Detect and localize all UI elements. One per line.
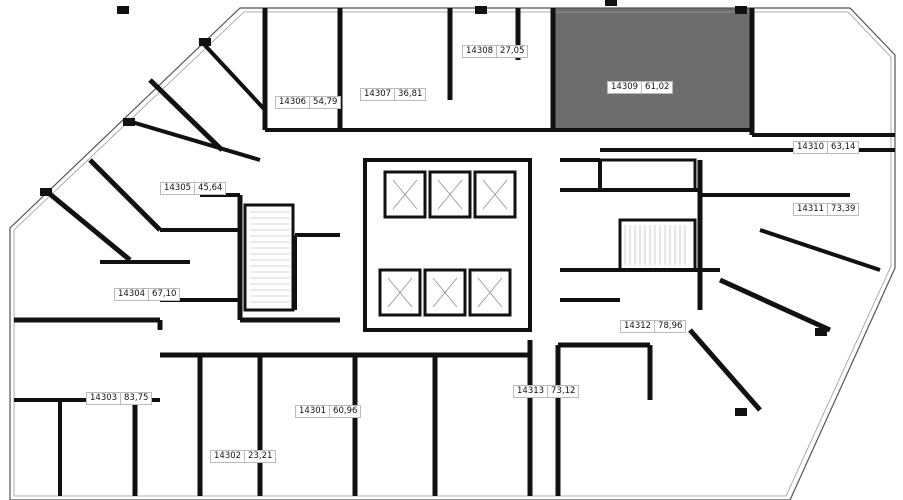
building-outline (9, 7, 896, 500)
column-marker (735, 408, 747, 416)
selected-unit-14309[interactable] (553, 8, 752, 130)
elevator-cross (477, 277, 503, 308)
unit-area: 63,14 (827, 142, 858, 153)
elevator-cross (437, 179, 463, 210)
elevator-cross (392, 179, 418, 210)
elevator-shaft (378, 268, 422, 317)
unit-number: 14303 (90, 393, 118, 403)
column-marker (815, 328, 827, 336)
unit-area: 67,10 (148, 289, 179, 300)
wall (43, 188, 132, 262)
elevator-cross (432, 277, 458, 308)
elevator-shaft (383, 170, 427, 219)
unit-number: 14312 (624, 321, 652, 331)
elevator-cross (387, 277, 413, 308)
unit-14309-fill (553, 8, 752, 130)
elevator-cross (482, 179, 508, 210)
outline (9, 7, 896, 500)
unit-number: 14313 (517, 386, 545, 396)
unit-area: 23,21 (244, 451, 275, 462)
stair-well (243, 203, 295, 312)
unit-area: 27,05 (496, 46, 527, 57)
unit-number: 14311 (797, 204, 825, 214)
unit-number: 14309 (611, 82, 639, 92)
column-marker (199, 38, 211, 46)
unit-area: 78,96 (654, 321, 685, 332)
unit-number: 14304 (118, 289, 146, 299)
unit-area: 54,79 (309, 97, 340, 108)
unit-number: 14301 (299, 406, 327, 416)
outline-inner (13, 11, 892, 497)
wall (148, 78, 224, 152)
unit-area: 73,12 (547, 386, 578, 397)
column-marker (123, 118, 135, 126)
unit-number: 14307 (364, 89, 392, 99)
unit-number: 14302 (214, 451, 242, 461)
unit-number: 14305 (164, 183, 192, 193)
column-marker (40, 188, 52, 196)
wall (759, 228, 881, 272)
stair-well (598, 158, 697, 192)
unit-area: 36,81 (394, 89, 425, 100)
column-marker (605, 0, 617, 6)
unit-number: 14308 (466, 46, 494, 56)
wall (88, 158, 162, 232)
unit-area: 60,96 (329, 406, 360, 417)
wall (124, 118, 261, 162)
elevator-shaft (473, 170, 517, 219)
wall (718, 277, 832, 333)
unit-area: 45,64 (194, 183, 225, 194)
wall (198, 38, 267, 112)
unit-area: 61,02 (641, 82, 672, 93)
column-marker (117, 6, 129, 14)
building-core (40, 0, 827, 416)
column-marker (735, 6, 747, 14)
walls (14, 8, 895, 496)
wall (688, 328, 762, 412)
column-marker (475, 6, 487, 14)
unit-area: 73,39 (827, 204, 858, 215)
stair-well (618, 218, 697, 272)
elevator-shaft (423, 268, 467, 317)
elevator-shaft (428, 170, 472, 219)
unit-number: 14310 (797, 142, 825, 152)
elevator-shaft (468, 268, 512, 317)
unit-number: 14306 (279, 97, 307, 107)
unit-area: 83,75 (120, 393, 151, 404)
core-wall (363, 158, 532, 332)
